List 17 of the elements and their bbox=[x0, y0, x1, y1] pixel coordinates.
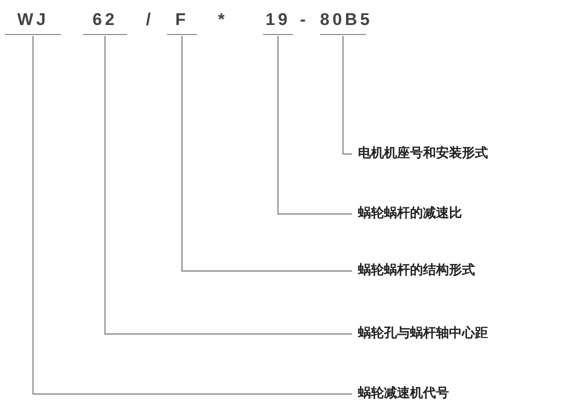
separator: - bbox=[300, 9, 306, 31]
leader-line bbox=[181, 36, 352, 272]
segment-description: 蜗轮孔与蜗杆轴中心距 bbox=[358, 325, 488, 343]
code-segment: WJ bbox=[5, 8, 61, 35]
leader-line bbox=[104, 36, 352, 335]
separator: / bbox=[146, 9, 151, 31]
leader-line bbox=[277, 36, 352, 215]
segment-description: 蜗轮蜗杆的结构形式 bbox=[358, 262, 475, 280]
segment-description: 蜗轮减速机代号 bbox=[358, 385, 449, 403]
segment-description: 电机机座号和安装形式 bbox=[358, 145, 488, 163]
leader-line bbox=[32, 36, 352, 395]
separator: * bbox=[218, 9, 225, 31]
leader-line bbox=[342, 36, 352, 155]
segment-description: 蜗轮蜗杆的减速比 bbox=[358, 205, 462, 223]
code-segment: 19 bbox=[263, 8, 293, 35]
code-segment: F bbox=[167, 8, 197, 35]
code-segment: 62 bbox=[83, 8, 127, 35]
